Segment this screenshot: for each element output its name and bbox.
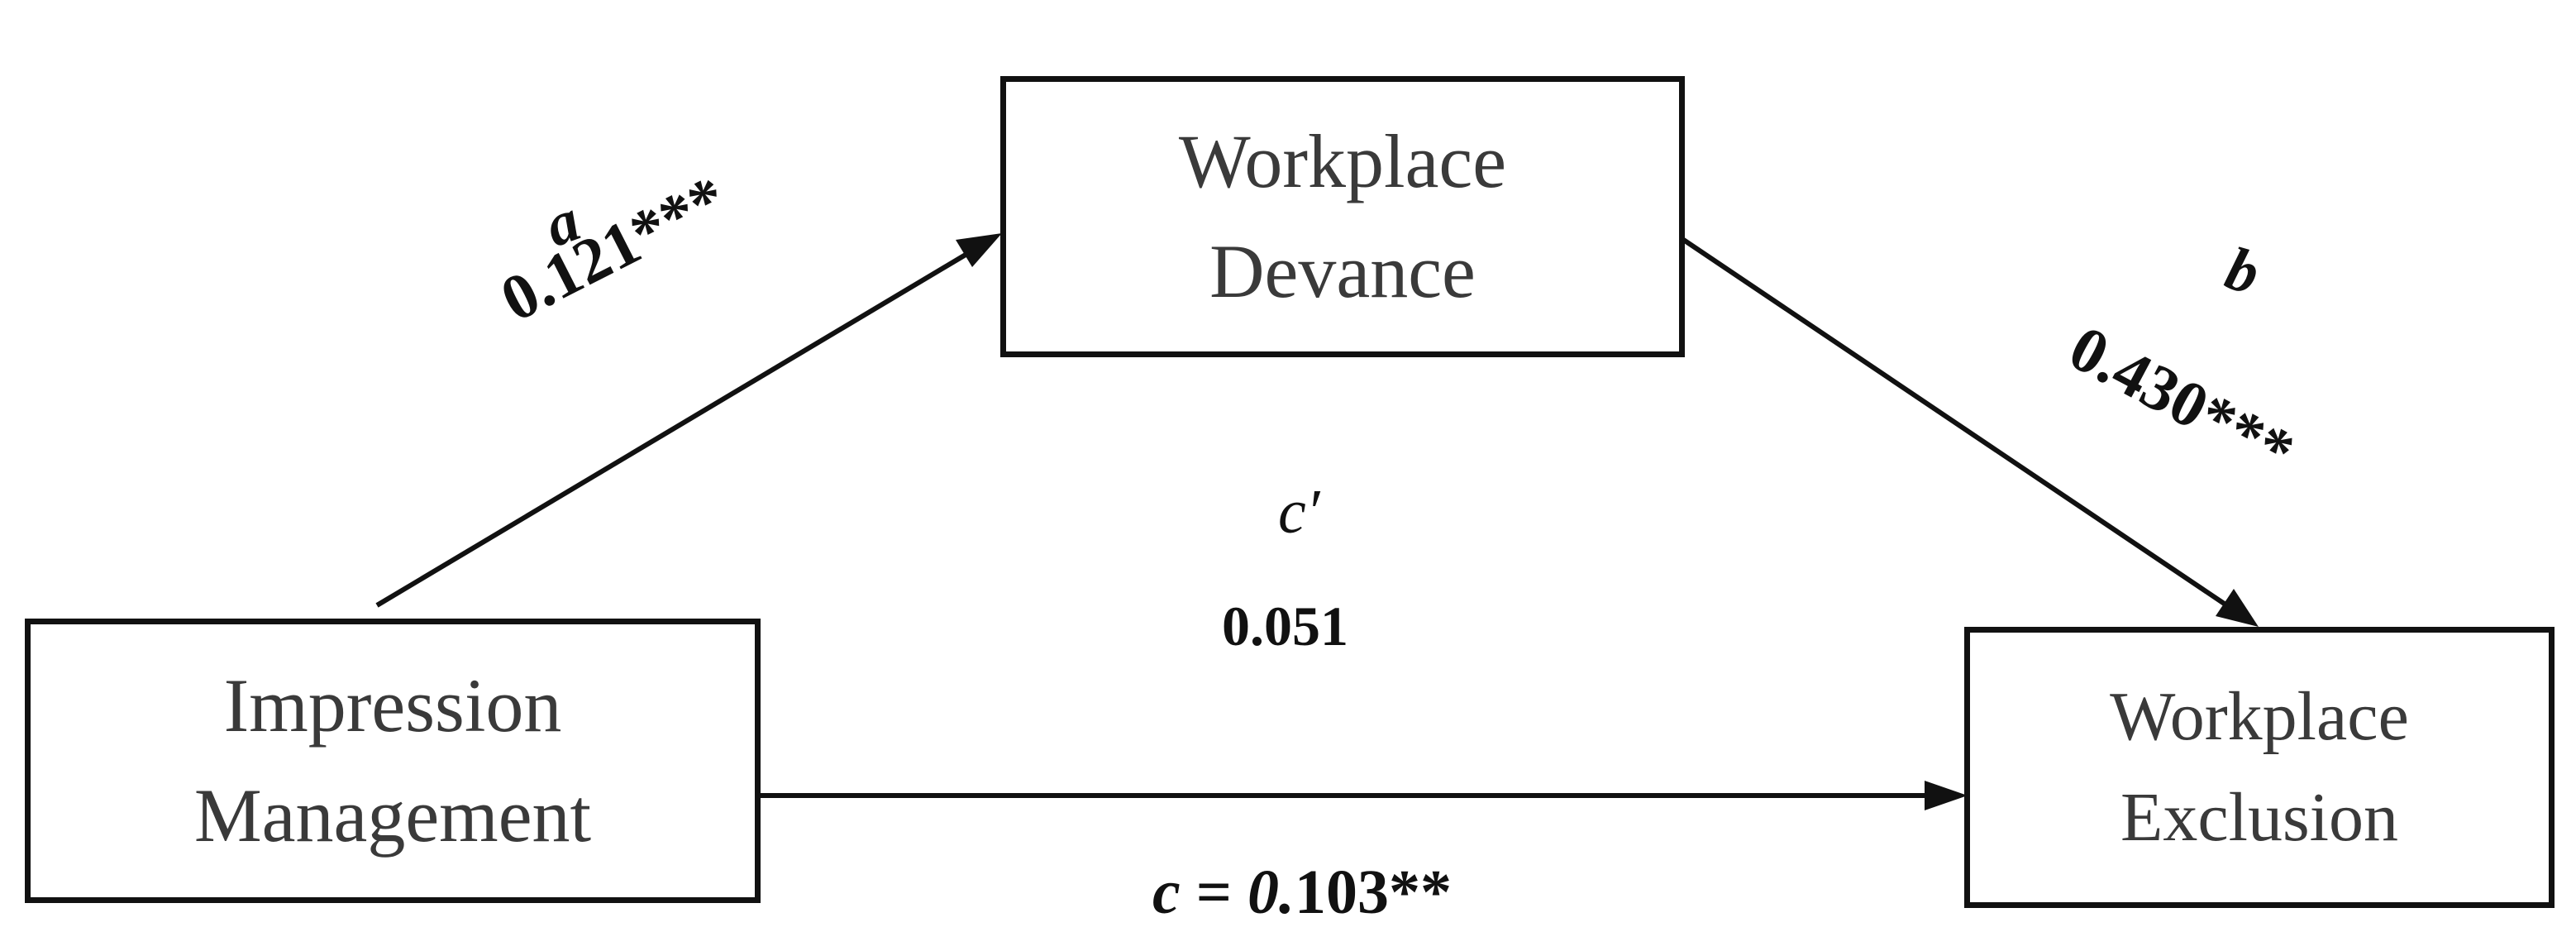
path-c-symbol: c bbox=[1152, 858, 1181, 927]
arrowhead-path-c bbox=[1925, 781, 1968, 810]
path-c-coefficient-part: 0. bbox=[1247, 858, 1295, 927]
node-label-line: Management bbox=[193, 773, 592, 858]
path-c-prime-symbol: c′ bbox=[1278, 477, 1320, 547]
arrow-path-a bbox=[375, 252, 967, 608]
arrow-path-b bbox=[1678, 235, 2227, 607]
node-label-line: Workplace bbox=[1178, 118, 1507, 203]
arrowhead-path-a bbox=[956, 233, 1002, 267]
node-workplace-devance: Workplace Devance bbox=[1000, 76, 1685, 357]
node-label-line: Exclusion bbox=[2120, 779, 2398, 856]
node-workplace-exclusion: Workplace Exclusion bbox=[1964, 627, 2555, 908]
arrowhead-path-b bbox=[2216, 589, 2259, 627]
node-impression-management: Impression Management bbox=[25, 619, 761, 903]
node-label-line: Workplace bbox=[2110, 678, 2409, 756]
node-label-line: Devance bbox=[1209, 229, 1476, 313]
path-c-equals: = bbox=[1180, 858, 1248, 927]
node-label-line: Impression bbox=[223, 662, 562, 748]
path-c-prime-coefficient: 0.051 bbox=[1222, 595, 1348, 657]
path-c-label: c = 0.103** bbox=[1152, 857, 1452, 929]
path-c-coefficient-rest: 103** bbox=[1295, 858, 1453, 927]
